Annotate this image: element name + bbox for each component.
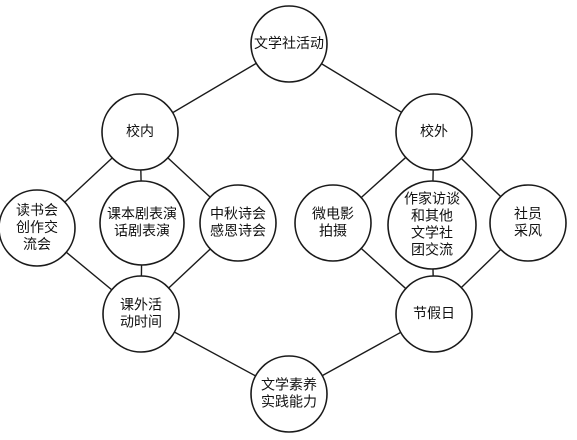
node-circle-reading [0,189,76,267]
node-label-practice-line-1: 实践能力 [261,395,317,411]
node-root: 文学社活动 [250,5,328,83]
node-circle-campus-out [395,93,473,171]
node-campus-out: 校外 [395,93,473,171]
node-circle-campus-in [101,93,179,171]
node-label-campus-in-line-0: 校内 [126,123,154,140]
node-label-interview-line-1: 采风 [514,224,542,240]
node-circle-interview [489,184,567,262]
node-label-film-line-0: 微电影 [312,207,354,223]
node-label-poetry-line-1: 感恩诗会 [210,223,266,240]
node-label-interview-line-0: 社员 [514,207,542,223]
node-circle-poetry [199,184,277,262]
node-label-film-line-1: 拍摄 [319,224,347,240]
node-circle-practice [250,355,328,433]
node-label-practice-line-0: 文学素养 [261,378,317,394]
node-label-reading-line-1: 创作交 [16,219,58,236]
node-label-reading-line-2: 流会 [23,237,51,253]
node-circle-afterclass [102,275,180,353]
node-label-drama-line-1: 话剧表演 [114,224,170,240]
node-holiday: 节假日 [395,275,473,353]
node-label-afterclass-line-0: 课外活 [120,298,162,314]
node-label-afterclass-line-1: 动时间 [120,315,162,331]
node-label-writers-line-1: 和其他 [411,209,453,225]
node-label-root-line-0: 文学社活动 [254,36,324,52]
node-circle-drama [99,180,185,266]
node-circle-holiday [395,275,473,353]
node-label-reading-line-0: 读书会 [16,202,58,219]
node-label-writers-line-3: 团交流 [411,242,453,259]
node-label-campus-out-line-0: 校外 [420,123,448,140]
node-circle-root [250,5,328,83]
node-label-writers-line-2: 文学社 [411,226,453,242]
node-campus-in: 校内 [101,93,179,171]
node-label-poetry-line-0: 中秋诗会 [210,207,266,223]
node-circle-film [294,184,372,262]
node-circle-writers [387,180,477,270]
nodes-layer: 文学社活动校内校外读书会创作交流会课本剧表演话剧表演中秋诗会感恩诗会微电影拍摄作… [0,5,567,433]
node-label-holiday-line-0: 节假日 [413,306,455,322]
node-label-drama-line-0: 课本剧表演 [107,207,177,223]
node-label-writers-line-0: 作家访谈 [404,191,460,208]
